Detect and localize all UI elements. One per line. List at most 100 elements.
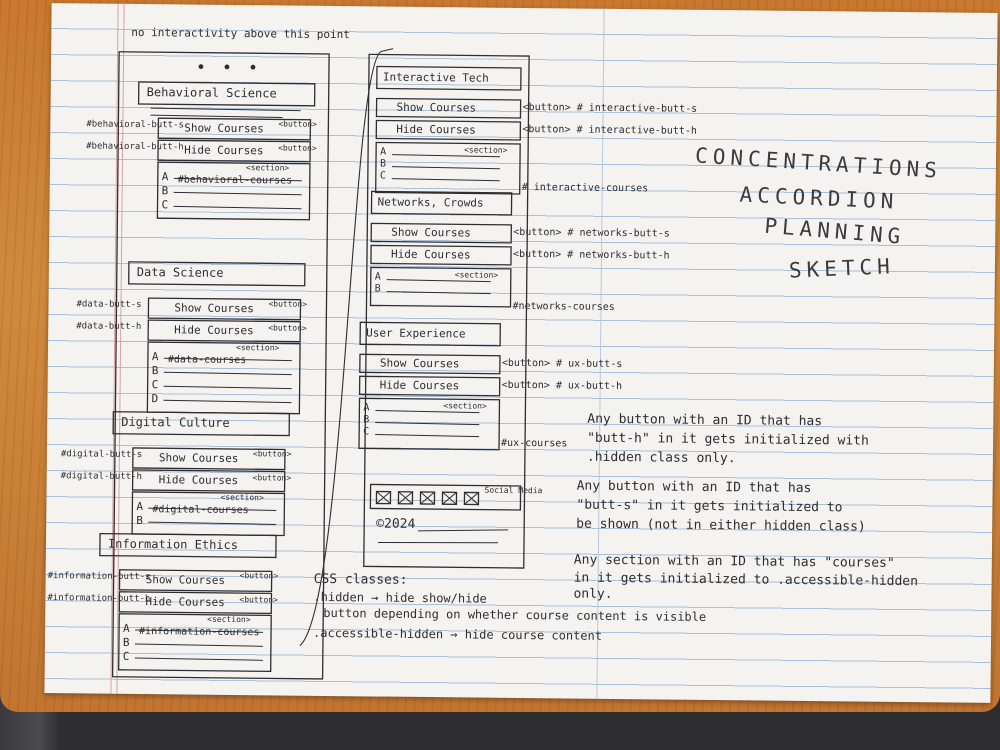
social-label: Social Media: [484, 485, 543, 496]
notebook-paper: no interactivity above this point CONCEN…: [44, 3, 998, 703]
button-id: #data-butt-h: [76, 321, 142, 333]
hide-button: [157, 139, 311, 163]
right-frame: [363, 53, 530, 569]
sketch-boxes: [99, 48, 530, 680]
accordion-heading: Networks, Crowds: [377, 195, 484, 210]
hide-button: [375, 119, 522, 141]
course-item-letter: B: [363, 414, 370, 426]
hide-button: [147, 319, 301, 343]
button-id: #behavioral-butt-h: [86, 141, 184, 153]
accordion-header: [137, 81, 316, 107]
show-button: [118, 569, 273, 593]
course-scribble: [375, 421, 480, 426]
course-item-letter: C: [122, 649, 130, 663]
section-id: #behavioral-courses: [177, 174, 293, 187]
course-section: [369, 266, 512, 308]
course-item-letter: A: [380, 146, 387, 158]
copyright: ©2024: [376, 516, 416, 532]
social-icon-x: [420, 491, 435, 505]
course-section: [375, 141, 521, 195]
course-item-letter: B: [151, 364, 159, 378]
note-line: "butt-h" in it gets initialized with: [587, 430, 869, 449]
top-note: no interactivity above this point: [131, 25, 350, 42]
button-note: <button> # networks-butt-h: [512, 248, 670, 262]
course-scribble: [173, 205, 302, 210]
course-item-letter: A: [161, 170, 169, 184]
hide-button-label: Hide Courses: [396, 122, 476, 137]
menu-dot: [250, 64, 256, 70]
button-note: <button> # ux-butt-h: [501, 379, 623, 393]
button-tag: <button>: [268, 323, 307, 333]
course-item-letter: C: [161, 198, 169, 212]
course-scribble: [163, 399, 292, 404]
course-scribble: [148, 507, 277, 511]
menu-dot: [198, 64, 204, 70]
accordion-heading: Information Ethics: [107, 536, 239, 553]
course-item-letter: A: [123, 621, 130, 635]
section-tag: <section>: [245, 163, 290, 173]
course-item-letter: B: [136, 513, 143, 528]
section-tag: <section>: [464, 145, 508, 155]
course-scribble: [135, 629, 264, 633]
accordion-heading: Digital Culture: [121, 414, 230, 430]
note-line: be shown (not in either hidden class): [576, 516, 866, 535]
accordion-header: [359, 321, 501, 347]
button-id: #digital-butt-h: [60, 471, 143, 483]
button-id: #data-butt-s: [76, 299, 142, 311]
note-line: Any button with an ID that has: [587, 411, 823, 430]
social-icon: [419, 491, 436, 505]
note-line: "butt-s" in it gets initialized to: [576, 497, 843, 516]
accordion-header: [112, 411, 291, 437]
accordion-heading: Behavioral Science: [146, 85, 277, 101]
button-id: #digital-butt-s: [60, 449, 143, 461]
title-line-4: SKETCH: [788, 254, 896, 283]
button-note: <button> # interactive-butt-h: [522, 124, 697, 137]
show-button: [147, 297, 302, 321]
css-line-3: .accessible-hidden → hide course content: [312, 625, 603, 643]
note-line: only.: [573, 586, 613, 602]
course-scribble: [173, 177, 302, 182]
show-button-label: Show Courses: [379, 356, 460, 371]
section-tag: <section>: [454, 270, 499, 280]
section-tag: <section>: [443, 401, 487, 411]
accordion-heading: Interactive Tech: [382, 70, 489, 85]
show-button: [157, 117, 312, 141]
course-scribble: [391, 178, 500, 182]
show-button-label: Show Courses: [158, 451, 239, 466]
course-item-letter: A: [151, 350, 159, 364]
hide-button: [118, 591, 273, 615]
heading-scribble: [150, 107, 301, 112]
course-item-letter: A: [374, 271, 381, 283]
hide-button-label: Hide Courses: [379, 378, 460, 393]
accordion-header: [99, 532, 277, 559]
hide-button: [358, 375, 501, 397]
course-scribble: [391, 166, 500, 170]
flow-arrow: [299, 48, 394, 647]
show-button-label: Show Courses: [391, 225, 471, 240]
note-line: Any button with an ID that has: [576, 478, 812, 497]
button-tag: <button>: [239, 595, 278, 605]
show-button: [359, 353, 501, 375]
hide-button-label: Hide Courses: [390, 247, 471, 262]
course-scribble: [163, 357, 292, 362]
accordion-header: [376, 65, 522, 91]
course-scribble: [134, 643, 263, 647]
course-scribble: [375, 409, 480, 414]
course-scribble: [392, 154, 501, 158]
hide-button: [370, 244, 512, 266]
footer-scribble: [378, 542, 499, 544]
course-scribble: [375, 433, 480, 438]
footer-scribble: [418, 529, 509, 532]
course-scribble: [173, 191, 302, 196]
course-scribble: [386, 291, 491, 295]
menu-dot: [224, 64, 230, 70]
button-id: #information-butt-s: [47, 571, 151, 583]
social-icon: [441, 491, 458, 505]
section-id: # interactive-courses: [521, 181, 649, 195]
section-tag: <section>: [220, 492, 264, 503]
button-id: #behavioral-butt-s: [86, 119, 184, 131]
social-icon: [375, 490, 392, 505]
show-button: [370, 222, 512, 244]
section-tag: <section>: [235, 343, 280, 353]
